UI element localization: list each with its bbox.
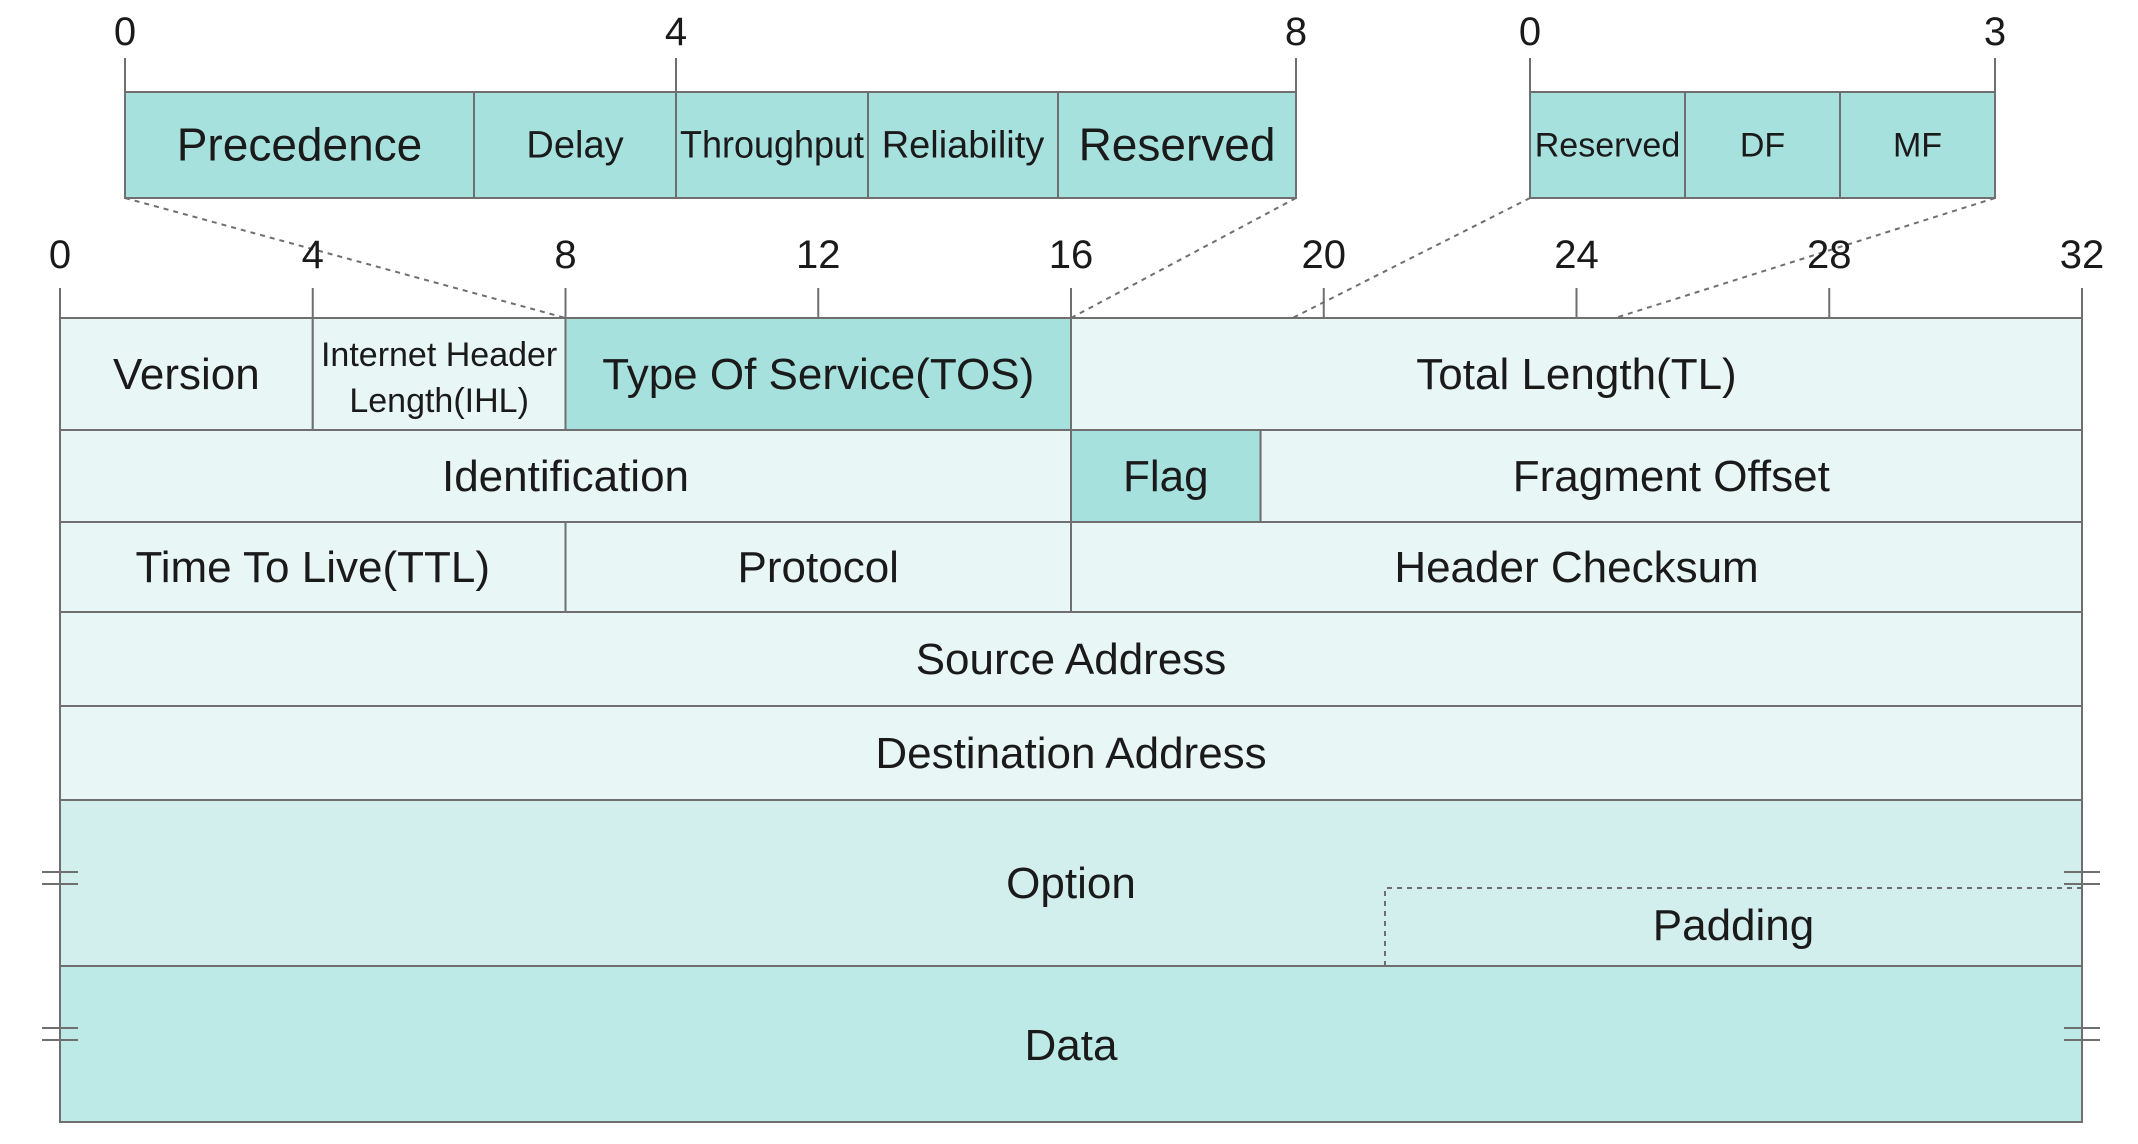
header-tick-label: 24 — [1554, 233, 1599, 277]
tos-field-label: Precedence — [177, 118, 423, 170]
option-cell — [59, 799, 2083, 967]
header-row: Identification Flag Fragment Offset — [59, 429, 2083, 523]
field-type-of-service-tos — [564, 317, 1072, 431]
tos-field-reserved — [1057, 91, 1297, 199]
data-label: Data — [1025, 1021, 1118, 1070]
zoom-guide-line — [124, 197, 566, 319]
header-row: Destination Address — [59, 705, 2083, 801]
field-fragment-offset — [1259, 429, 2083, 523]
data-cell — [59, 965, 2083, 1123]
detail-field-label: Reserved — [1535, 126, 1681, 164]
padding-label: Padding — [1653, 901, 1814, 950]
tos-field-delay — [473, 91, 677, 199]
field-label: Source Address — [916, 635, 1227, 684]
tos-field-precedence — [124, 91, 475, 199]
option-label: Option — [1006, 859, 1136, 908]
tos-field-label: Delay — [526, 125, 623, 167]
field-internet-header — [311, 317, 567, 431]
field-label: Protocol — [738, 543, 899, 592]
detail-field-mf — [1839, 91, 1996, 199]
continuation-marks — [42, 871, 2100, 1041]
field-label: Identification — [442, 452, 689, 501]
detail-field-label: DF — [1740, 126, 1785, 164]
field-version — [59, 317, 314, 431]
tos-tick-label: 0 — [114, 10, 136, 54]
field-source-address — [59, 611, 2083, 707]
field-label: Type Of Service(TOS) — [602, 350, 1034, 399]
zoom-guide-line — [1070, 197, 1297, 319]
field-label: Length(IHL) — [349, 382, 529, 420]
header-tick-label: 20 — [1302, 233, 1347, 277]
field-label: Time To Live(TTL) — [135, 543, 490, 592]
detail-tick-label: 3 — [1984, 10, 2006, 54]
header-row: Source Address — [59, 611, 2083, 707]
field-label: Destination Address — [875, 729, 1266, 778]
field-label: Internet Header — [321, 336, 557, 374]
tos-tick-label: 8 — [1285, 10, 1307, 54]
padding-box — [1384, 887, 2082, 966]
field-label: Total Length(TL) — [1416, 350, 1736, 399]
header-tick-label: 8 — [554, 233, 576, 277]
header-bit-ruler: 0 4 8 12 16 20 24 28 32 — [49, 233, 2105, 319]
tos-detail: 0 4 8 Precedence Delay Throughput Reliability… — [114, 10, 1307, 199]
field-header-checksum — [1070, 521, 2083, 613]
data-row: Data — [59, 965, 2083, 1123]
field-destination-address — [59, 705, 2083, 801]
tos-field-label: Reserved — [1079, 118, 1276, 170]
tos-field-label: Reliability — [882, 125, 1045, 167]
header-row: Time To Live(TTL) Protocol Header Checksum — [59, 521, 2083, 613]
option-row: Option Padding — [59, 799, 2083, 967]
field-label: Version — [113, 350, 260, 399]
header-tick-label: 12 — [796, 233, 841, 277]
header-tick-label: 4 — [302, 233, 324, 277]
header-tick-label: 16 — [1049, 233, 1094, 277]
detail-tick-label: 0 — [1519, 10, 1541, 54]
flag-detail: 0 3 Reserved DF MF — [1519, 10, 2006, 199]
field-label: Flag — [1123, 452, 1209, 501]
field-label: Fragment Offset — [1513, 452, 1830, 501]
header-tick-label: 0 — [49, 233, 71, 277]
field-label: Header Checksum — [1394, 543, 1758, 592]
tos-field-label: Throughput — [680, 125, 864, 167]
header-tick-label: 28 — [1807, 233, 1852, 277]
tos-tick-label: 4 — [665, 10, 687, 54]
field-flag — [1070, 429, 1262, 523]
detail-field-label: MF — [1893, 126, 1942, 164]
header-tick-label: 32 — [2060, 233, 2105, 277]
